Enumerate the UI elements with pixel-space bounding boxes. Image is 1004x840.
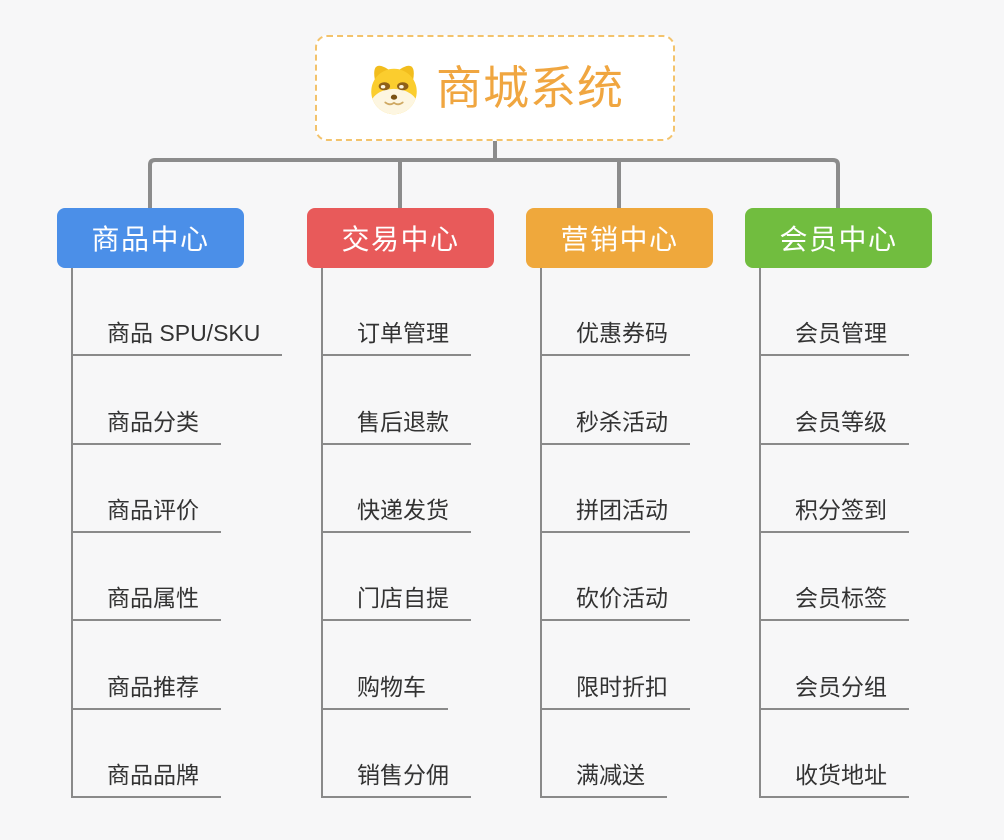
branch-label: 会员中心	[779, 224, 898, 255]
leaf-label: 会员分组	[761, 675, 909, 710]
leaf-node[interactable]: 售后退款	[323, 356, 471, 445]
leaf-node[interactable]: 会员管理	[761, 268, 909, 357]
leaf-label: 商品推荐	[73, 675, 221, 710]
leaf-node[interactable]: 商品 SPU/SKU	[73, 268, 283, 357]
leaf-node[interactable]: 商品品牌	[73, 710, 221, 798]
branch-label: 商品中心	[91, 224, 210, 255]
leaf-label: 售后退款	[323, 410, 471, 445]
leaf-node[interactable]: 拼团活动	[542, 445, 690, 533]
branch-node-trade-center[interactable]: 交易中心	[307, 208, 494, 268]
leaf-node[interactable]: 商品属性	[73, 533, 221, 622]
leaf-label: 拼团活动	[542, 498, 690, 533]
leaf-label: 销售分佣	[323, 763, 471, 798]
leaf-node[interactable]: 门店自提	[323, 533, 471, 622]
leaf-node[interactable]: 商品推荐	[73, 621, 221, 710]
leaf-label: 订单管理	[323, 322, 471, 357]
leaf-node[interactable]: 优惠券码	[542, 268, 690, 357]
leaf-label: 秒杀活动	[542, 410, 690, 445]
leaf-node[interactable]: 秒杀活动	[542, 356, 690, 445]
branch-label: 营销中心	[560, 224, 679, 255]
leaf-label: 快递发货	[323, 498, 471, 533]
leaf-label: 砍价活动	[542, 587, 690, 622]
leaf-node[interactable]: 满减送	[542, 710, 667, 798]
leaf-node[interactable]: 限时折扣	[542, 621, 690, 710]
leaf-label: 购物车	[323, 675, 448, 710]
leaf-node[interactable]: 快递发货	[323, 445, 471, 533]
branch-node-member-center[interactable]: 会员中心	[745, 208, 932, 268]
leaf-node[interactable]: 收货地址	[761, 710, 909, 798]
leaf-label: 门店自提	[323, 587, 471, 622]
leaf-label: 商品品牌	[73, 763, 221, 798]
leaf-node[interactable]: 砍价活动	[542, 533, 690, 622]
leaf-node[interactable]: 商品分类	[73, 356, 221, 445]
branch-node-marketing-center[interactable]: 营销中心	[526, 208, 713, 268]
leaf-label: 会员标签	[761, 587, 909, 622]
leaf-label: 会员等级	[761, 410, 909, 445]
leaf-node[interactable]: 商品评价	[73, 445, 221, 533]
leaf-node[interactable]: 购物车	[323, 621, 448, 710]
leaf-column-member: 会员管理 会员等级 积分签到 会员标签 会员分组 收货地址	[759, 268, 909, 798]
leaf-node[interactable]: 订单管理	[323, 268, 471, 357]
doge-face-icon	[371, 65, 417, 115]
leaf-label: 商品分类	[73, 410, 221, 445]
leaf-node[interactable]: 会员等级	[761, 356, 909, 445]
leaf-label: 会员管理	[761, 322, 909, 357]
root-node-title: 商城系统	[436, 62, 624, 114]
leaf-label: 商品属性	[73, 587, 221, 622]
leaf-column-marketing: 优惠券码 秒杀活动 拼团活动 砍价活动 限时折扣 满减送	[540, 268, 690, 798]
leaf-label: 积分签到	[761, 498, 909, 533]
leaf-column-trade: 订单管理 售后退款 快递发货 门店自提 购物车 销售分佣	[321, 268, 471, 798]
leaf-node[interactable]: 会员分组	[761, 621, 909, 710]
leaf-node[interactable]: 销售分佣	[323, 710, 471, 798]
root-node-mall-system[interactable]: 商城系统	[315, 35, 675, 141]
leaf-column-product: 商品 SPU/SKU 商品分类 商品评价 商品属性 商品推荐 商品品牌	[71, 268, 283, 798]
leaf-label: 商品评价	[73, 498, 221, 533]
leaf-node[interactable]: 会员标签	[761, 533, 909, 622]
leaf-label: 优惠券码	[542, 322, 690, 357]
branch-label: 交易中心	[341, 224, 460, 255]
leaf-label: 满减送	[542, 763, 667, 798]
leaf-label: 收货地址	[761, 763, 909, 798]
branch-node-product-center[interactable]: 商品中心	[57, 208, 244, 268]
leaf-node[interactable]: 积分签到	[761, 445, 909, 533]
leaf-label: 限时折扣	[542, 675, 690, 710]
leaf-label: 商品 SPU/SKU	[73, 322, 283, 357]
